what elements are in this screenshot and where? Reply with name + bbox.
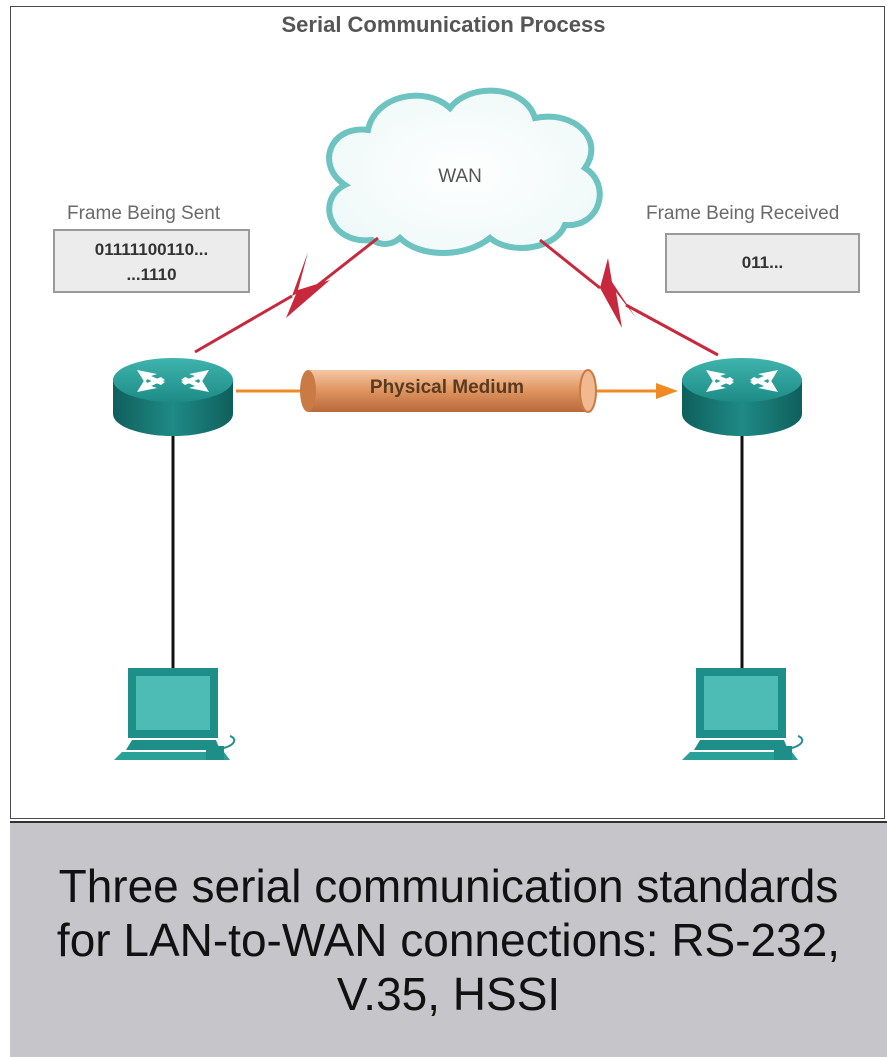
router-arrows-icon	[137, 370, 209, 392]
serial-link-left	[194, 236, 379, 354]
frame-received-bits: 011...	[741, 253, 784, 272]
frame-sent-box: 01111100110... ...1110	[53, 229, 250, 293]
physical-medium-label: Physical Medium	[369, 377, 525, 398]
pc-left-icon	[114, 668, 236, 760]
caption-bar: Three serial communication standards for…	[10, 821, 887, 1057]
physical-medium-pipe	[300, 369, 597, 413]
frame-received-label: Frame Being Received	[646, 203, 840, 224]
router-right	[682, 358, 802, 436]
diagram-title: Serial Communication Process	[281, 12, 606, 37]
pc-right-icon	[682, 668, 804, 760]
frame-received-box: 011...	[665, 233, 860, 293]
wan-cloud	[326, 87, 603, 256]
router-left	[113, 358, 233, 436]
router-arrows-icon	[706, 370, 778, 392]
network-diagram	[113, 87, 804, 760]
serial-link-right	[539, 238, 719, 357]
frame-sent-label: Frame Being Sent	[67, 203, 221, 224]
frame-sent-bits-line1: 01111100110...	[94, 240, 209, 259]
frame-sent-bits-line2: ...1110	[126, 265, 177, 284]
caption-text: Three serial communication standards for…	[56, 860, 841, 1020]
wan-label: WAN	[438, 166, 482, 187]
